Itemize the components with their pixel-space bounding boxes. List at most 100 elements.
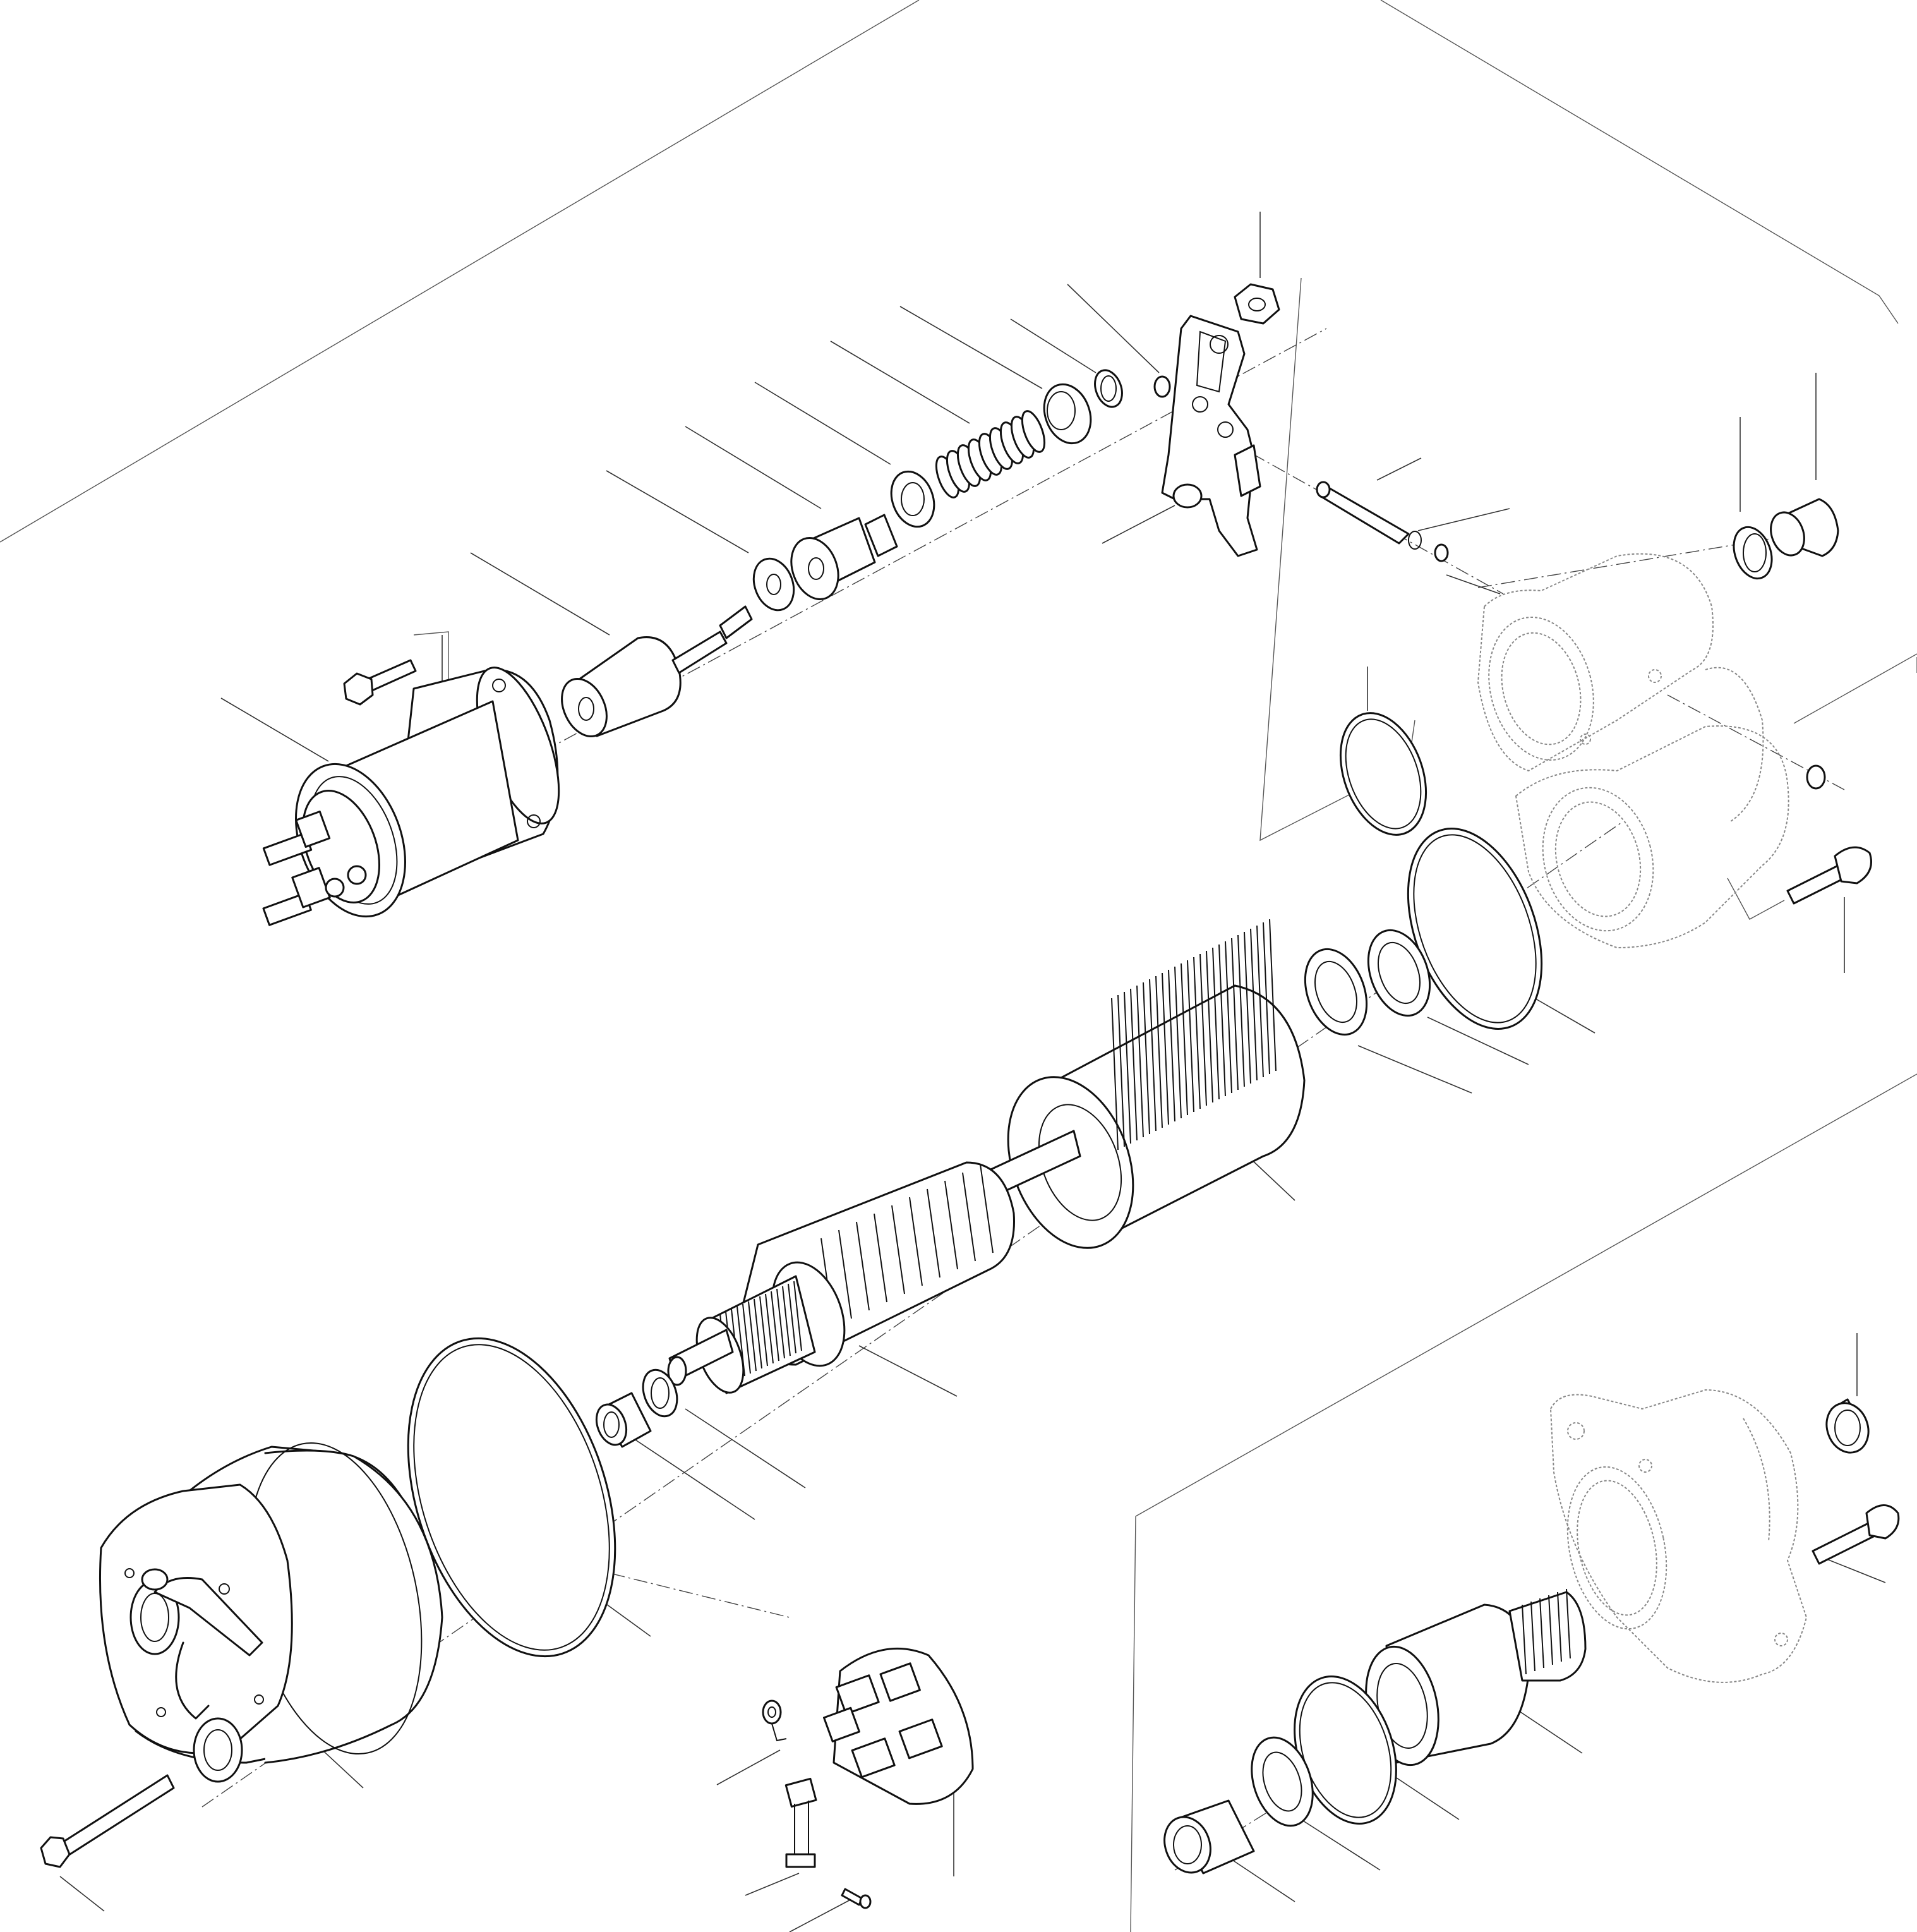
pivot-axis [1231,442,1504,595]
pinion-tooth-line [1530,1601,1535,1672]
leader-bushing-1 [631,1437,755,1520]
commutator-bar-line [776,1288,785,1359]
field-frame [1007,919,1306,1249]
armature-slot-line [909,1197,923,1286]
field-slot-line [1256,925,1264,1078]
spring-cup [1043,383,1092,445]
leader-thrust-washer-1 [1427,1017,1529,1065]
leader-snap-ring-1 [1010,318,1097,373]
field-slot-line [1231,938,1239,1090]
leader-thrust-washer-2 [1357,1045,1472,1094]
o-ring-small [1339,712,1826,836]
armature [667,1130,1081,1394]
field-slot-line [1212,947,1220,1100]
field-slot-line [1130,988,1138,1141]
o-ring-3 [407,1337,616,1658]
field-slot-line [1199,953,1207,1106]
leader-solenoid [220,697,329,762]
plug-seal [1733,526,1773,580]
terminal-stud-2 [262,865,367,926]
commutator-bar-line [748,1301,757,1372]
brush [784,1777,817,1868]
plunger [561,605,753,738]
bushing-3 [1163,1799,1255,1875]
leader-brush [745,1873,800,1896]
field-slot-line [1225,941,1232,1094]
field-slot-line [1136,985,1144,1138]
armature-slot-line [874,1213,887,1303]
armature-slot-line [962,1172,976,1262]
field-slot-line [1162,972,1169,1125]
solenoid [262,667,560,926]
pinion-teeth [1522,1588,1571,1675]
field-slot-line [1250,928,1258,1081]
leader-through-bolt [59,1876,105,1912]
cap-screw-1 [1786,846,1872,905]
pinion-tooth-line [1548,1595,1553,1665]
leader-spring [830,341,970,424]
armature-slot-line [891,1205,905,1295]
washer-1 [752,557,795,612]
leader-washer-2 [754,382,891,465]
nose-group-frame [1130,1516,1136,1932]
field-slot-line [1174,966,1182,1119]
leader-drive-housing [1446,574,1501,595]
cap-screw-group-frame [1793,653,1917,724]
commutator-bar-line [793,1281,802,1351]
commutator-bar-line [771,1291,779,1361]
commutator-bar-line [788,1283,796,1354]
pinion-tooth-line [1539,1598,1544,1669]
pinion-tooth-line [1566,1588,1571,1659]
field-slot-line [1269,919,1277,1072]
bushing-2 [1825,1398,1870,1454]
leader-pin-clip [1417,508,1510,531]
leader-o-ring-4 [1392,1775,1460,1820]
snap-ring-1 [1094,369,1123,408]
brush-spring [762,1700,787,1742]
leader-pinion-sleeve [685,426,822,509]
armature-slot-line [838,1229,852,1319]
pinion-sleeve [790,514,898,600]
thrust-washer-3 [642,1368,678,1418]
solenoid-bolt [343,659,417,706]
brush-holder-plate [822,1647,974,1805]
nose-housing-ghost [1549,1389,1808,1683]
thrust-washer-4 [1251,1736,1314,1827]
field-slot-line [1149,979,1157,1132]
field-slot-line [1111,998,1119,1150]
bushing-1 [595,1392,652,1448]
leader-cap-screw-2 [1822,1557,1886,1583]
spring-coil [1021,410,1046,453]
spring [935,410,1046,498]
cap-screw-bracket [1727,878,1785,920]
pin-clip [1434,543,1449,562]
pinion-tooth-line [1557,1591,1562,1662]
field-pole-slots [1111,919,1277,1150]
field-slot-line [1168,969,1175,1122]
commutator-bar-line [742,1303,751,1374]
leader-shift-lever [1102,505,1175,544]
leader-washer-1 [606,470,749,553]
leader-brush-screw [789,1898,853,1932]
lower-axis [429,1528,790,1618]
pinion-drive [1365,1588,1587,1766]
thrust-washer-2 [1304,948,1368,1036]
field-slot-line [1181,963,1188,1116]
shift-lever [1161,315,1261,557]
pinion-tooth-line [1522,1604,1527,1675]
pivot-pin [1316,481,1422,550]
cap-screw-2 [1812,1504,1900,1565]
end-frame [99,1442,443,1783]
field-slot-line [1187,960,1194,1113]
thrust-washer-1 [1367,929,1431,1017]
o-ring-large [1407,828,1543,1030]
field-slot-line [1155,975,1163,1128]
leader-pivot-pin [1376,457,1422,481]
ball [1153,375,1171,398]
field-slot-line [1124,991,1131,1144]
field-slot-line [1263,922,1270,1075]
field-slot-line [1143,982,1150,1135]
